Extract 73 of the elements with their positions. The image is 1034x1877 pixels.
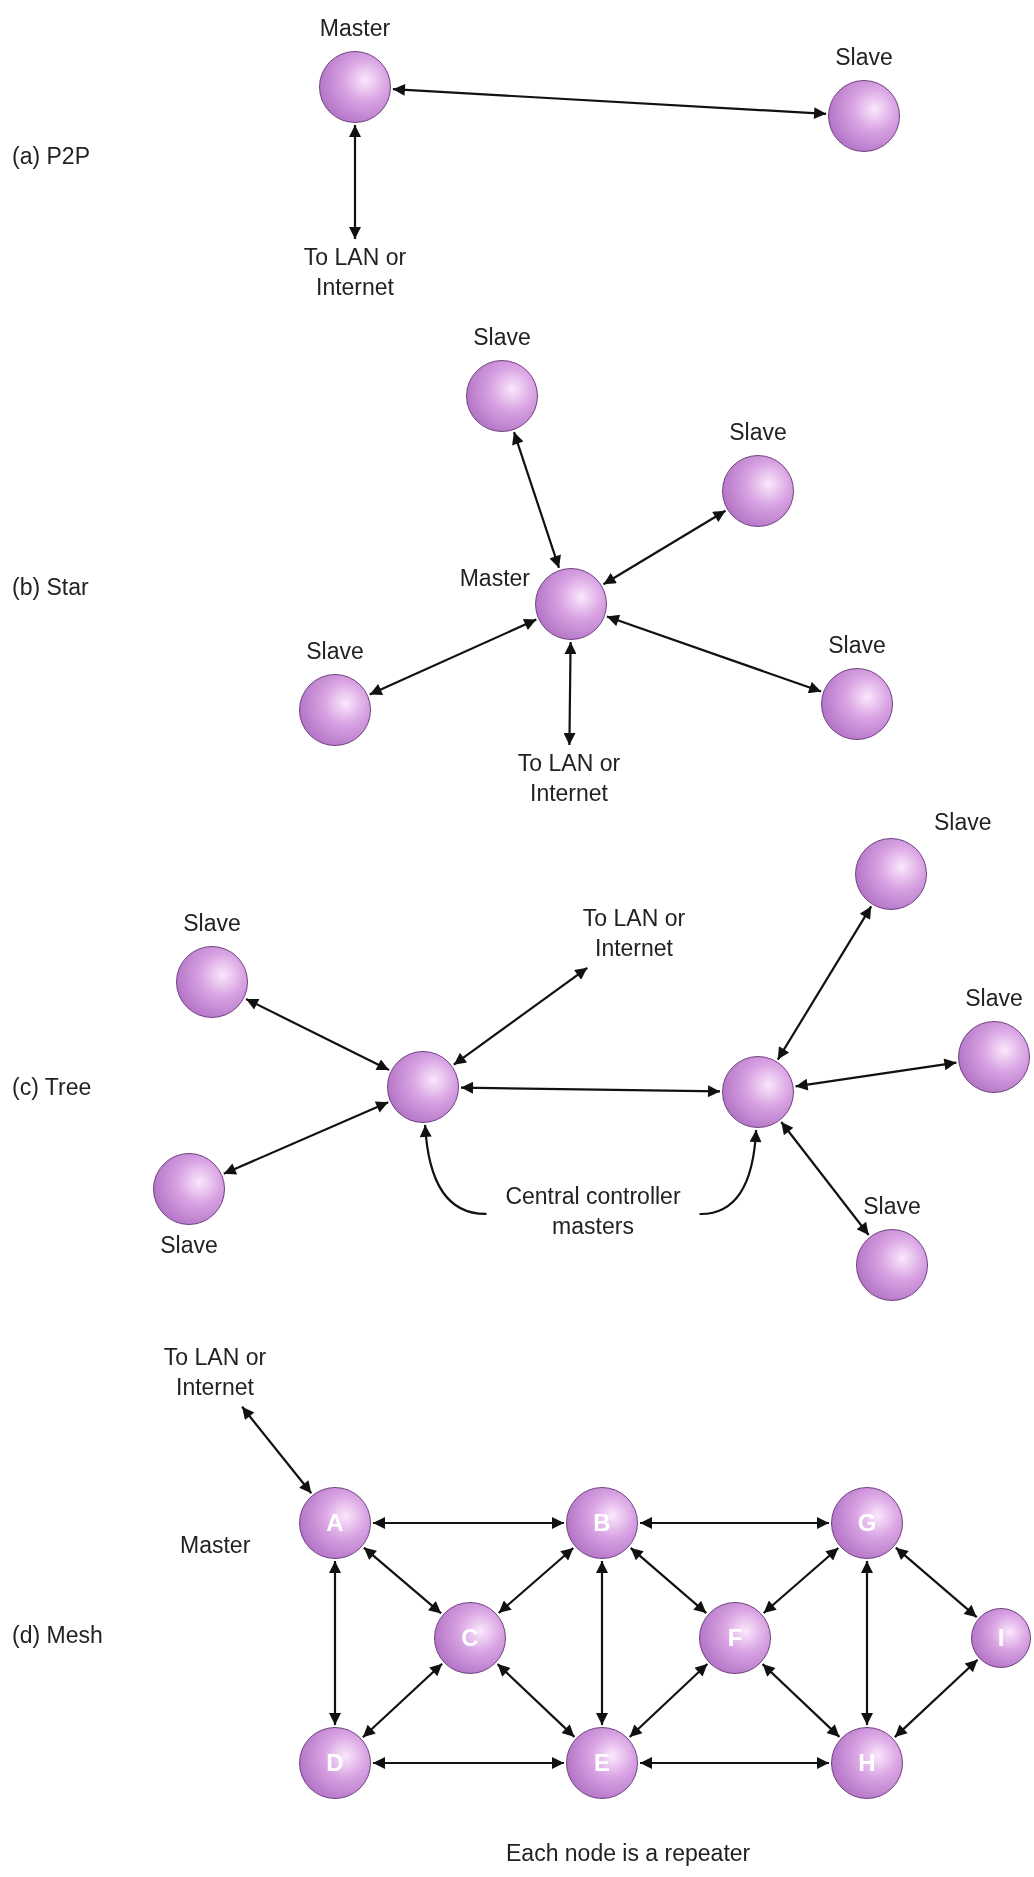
double-headed-arrow	[640, 1757, 829, 1769]
double-headed-arrow	[894, 1659, 979, 1738]
double-headed-arrow	[596, 1561, 608, 1725]
network-label: To LAN or Internet	[569, 904, 699, 964]
node-label: Slave	[473, 324, 531, 351]
double-headed-arrow	[780, 1121, 870, 1236]
double-headed-arrow	[392, 83, 827, 120]
curved-arrow	[699, 1129, 762, 1216]
node-letter: F	[726, 1623, 744, 1653]
section-label: (a) P2P	[12, 143, 90, 170]
node-label: Slave	[828, 632, 886, 659]
node-circle	[831, 1487, 903, 1559]
section-label: (d) Mesh	[12, 1622, 103, 1649]
network-label: To LAN or Internet	[504, 749, 634, 809]
double-headed-arrow	[761, 1663, 841, 1738]
caption: Each node is a repeater	[506, 1840, 751, 1867]
section-label: (b) Star	[12, 574, 89, 601]
double-headed-arrow	[630, 1547, 707, 1614]
double-headed-arrow	[512, 431, 561, 569]
node-letter: G	[856, 1508, 878, 1538]
double-headed-arrow	[861, 1561, 873, 1725]
section-label: (c) Tree	[12, 1074, 92, 1101]
double-headed-arrow	[795, 1058, 957, 1091]
node-circle	[566, 1727, 638, 1799]
node-letter: B	[592, 1508, 612, 1538]
node-label: Slave	[934, 809, 992, 836]
double-headed-arrow	[362, 1663, 443, 1738]
node-label: Slave	[306, 638, 364, 665]
double-headed-arrow	[602, 509, 727, 586]
node-circle	[434, 1602, 506, 1674]
node-circle	[699, 1602, 771, 1674]
network-label: Central controller masters	[490, 1182, 696, 1242]
double-headed-arrow	[369, 618, 537, 696]
node-label: Slave	[835, 44, 893, 71]
double-headed-arrow	[640, 1517, 829, 1529]
double-headed-arrow	[363, 1546, 442, 1615]
node-circle	[831, 1727, 903, 1799]
node-label: Master	[319, 15, 391, 42]
network-label: To LAN or Internet	[150, 1343, 280, 1403]
role-label: Master	[180, 1532, 251, 1559]
double-headed-arrow	[776, 905, 873, 1061]
node-label: Slave	[965, 985, 1023, 1012]
node-circle	[566, 1487, 638, 1559]
double-headed-arrow	[373, 1757, 564, 1769]
double-headed-arrow	[895, 1546, 978, 1619]
node-letter: C	[460, 1623, 480, 1653]
node-circle	[971, 1608, 1031, 1668]
double-headed-arrow	[563, 642, 577, 745]
curved-arrow	[420, 1124, 487, 1215]
double-headed-arrow	[245, 997, 390, 1072]
node-label: Slave	[729, 419, 787, 446]
node-label: Slave	[183, 910, 241, 937]
double-headed-arrow	[496, 1663, 576, 1738]
double-headed-arrow	[349, 125, 361, 239]
node-letter: H	[857, 1748, 877, 1778]
node-label: Master	[459, 565, 530, 592]
double-headed-arrow	[453, 966, 588, 1066]
node-letter: A	[325, 1508, 345, 1538]
double-headed-arrow	[241, 1406, 313, 1494]
double-headed-arrow	[461, 1081, 720, 1098]
double-headed-arrow	[606, 614, 822, 694]
node-letter: E	[593, 1748, 611, 1778]
double-headed-arrow	[762, 1547, 840, 1614]
double-headed-arrow	[497, 1547, 575, 1614]
node-letter: I	[996, 1623, 1006, 1653]
node-label: Slave	[160, 1232, 218, 1259]
double-headed-arrow	[373, 1517, 564, 1529]
network-label: To LAN or Internet	[290, 243, 420, 303]
double-headed-arrow	[628, 1663, 709, 1738]
double-headed-arrow	[223, 1101, 389, 1175]
node-letter: D	[325, 1748, 345, 1778]
double-headed-arrow	[329, 1561, 341, 1725]
node-label: Slave	[863, 1193, 921, 1220]
